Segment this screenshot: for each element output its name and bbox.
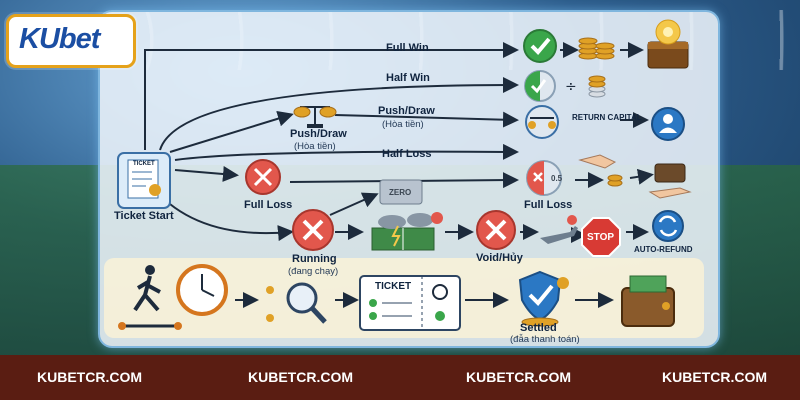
label-auto-refund: AUTO-REFUND xyxy=(634,245,693,254)
storm-stadium-icon xyxy=(371,212,443,251)
half-win-check-icon xyxy=(524,70,556,102)
label-half-win: Half Win xyxy=(386,72,430,84)
full-win-check-icon xyxy=(523,29,557,63)
label-settled: Settled xyxy=(520,322,557,334)
label-stop-sign: STOP xyxy=(587,232,615,243)
label-full-loss-right: Full Loss xyxy=(524,199,573,211)
arrow-coins-to-wallet xyxy=(629,168,654,185)
user-avatar-icon xyxy=(651,107,685,141)
label-settled-sub: (đẫa thanh toán) xyxy=(510,334,580,345)
coin-stack-icon xyxy=(578,37,615,60)
label-push-draw-top-sub: (Hòa tiền) xyxy=(382,119,424,130)
balance-scale-left-icon xyxy=(293,106,337,128)
zero-card-icon xyxy=(379,179,423,205)
airplane-icon xyxy=(540,215,578,244)
half-loss-icon xyxy=(526,160,562,196)
footer-link-2[interactable]: KUBETCR.COM xyxy=(248,369,353,385)
label-ticket-start: Ticket Start xyxy=(114,210,174,222)
label-half-badge: 0.5 xyxy=(551,174,563,183)
footer-link-4[interactable]: KUBETCR.COM xyxy=(662,369,767,385)
full-loss-left-icon xyxy=(245,159,281,195)
label-half-loss: Half Loss xyxy=(382,148,432,160)
label-zero-card: ZERO xyxy=(389,188,412,197)
half-coins-icon: ÷ xyxy=(565,75,606,98)
label-void: Void/Hủy xyxy=(476,252,523,264)
settled-shield-icon xyxy=(518,270,569,327)
label-push-draw-left-sub: (Hòa tiền) xyxy=(294,141,336,152)
arrow-half-win xyxy=(159,77,519,151)
runner-clock-icon xyxy=(118,264,228,330)
footer-link-3[interactable]: KUBETCR.COM xyxy=(466,369,571,385)
label-push-draw-top: Push/Draw xyxy=(378,105,435,117)
treasure-chest-icon xyxy=(647,19,689,69)
flow-diagram: ÷ xyxy=(117,19,692,331)
footer-bar: KUBETCR.COM KUBETCR.COM KUBETCR.COM KUBE… xyxy=(0,355,800,400)
arrow-full-win xyxy=(144,42,519,150)
arrow-half-loss xyxy=(174,143,519,161)
ticket-start-icon[interactable] xyxy=(117,152,171,209)
logo-text: KUbet xyxy=(19,23,100,55)
label-running-sub: (đang chạy) xyxy=(288,266,339,277)
label-full-win: Full Win xyxy=(386,42,429,54)
footer-link-1[interactable]: KUBETCR.COM xyxy=(37,369,142,385)
label-push-draw-left: Push/Draw xyxy=(290,128,347,140)
auto-refund-icon xyxy=(652,210,684,242)
wallet-hand-icon xyxy=(648,163,692,199)
label-ticket-big: TICKET xyxy=(375,281,412,292)
stop-sign-icon xyxy=(581,217,621,257)
svg-text:÷: ÷ xyxy=(565,79,577,95)
arrow-running xyxy=(154,189,294,242)
arrow-full-loss-left xyxy=(174,166,239,182)
wallet-money-icon xyxy=(621,275,675,327)
kubet-logo[interactable]: KUbet xyxy=(6,14,136,68)
hand-coin-icon xyxy=(578,154,623,187)
label-ticket-small: TICKET xyxy=(133,161,155,167)
void-x-icon xyxy=(476,210,516,250)
magnifier-scale-icon xyxy=(266,282,327,324)
ticket-big-icon xyxy=(359,275,461,331)
running-x-icon xyxy=(292,209,334,251)
balance-scale-right-icon xyxy=(525,105,559,139)
label-return-capital: RETURN CAPITAL xyxy=(572,113,642,122)
arrow-push-draw-line xyxy=(334,111,519,128)
label-running: Running xyxy=(292,253,337,265)
label-full-loss-left: Full Loss xyxy=(244,199,293,211)
arrow-push-draw-top xyxy=(169,110,294,153)
arrow-to-zero xyxy=(329,192,379,216)
